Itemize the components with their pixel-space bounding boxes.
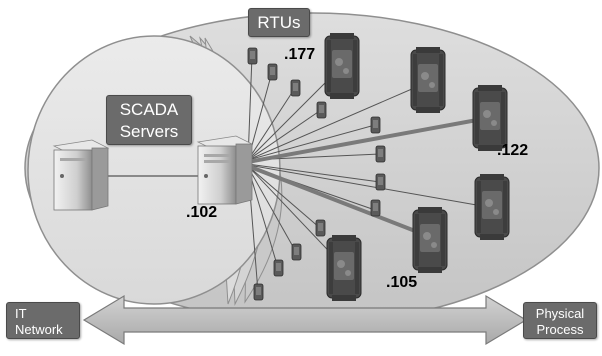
it-label-line2: Network xyxy=(15,322,63,337)
rtu-module-icon xyxy=(326,234,362,302)
scada-servers-label: SCADA Servers xyxy=(106,95,192,145)
rtus-label-text: RTUs xyxy=(257,13,301,32)
connection-lines xyxy=(247,55,489,293)
it-network-label: IT Network xyxy=(6,302,80,339)
ip-label-122: .122 xyxy=(497,142,529,159)
scada-zone-circle xyxy=(27,35,281,305)
ip-label-177: .177 xyxy=(284,46,316,63)
it-server-icon xyxy=(52,139,110,211)
io-device-icon xyxy=(291,243,302,261)
io-device-icon xyxy=(315,219,326,237)
io-device-icon xyxy=(253,283,264,301)
io-device-icon xyxy=(290,79,301,97)
io-device-icon xyxy=(370,116,381,134)
io-device-icon xyxy=(267,63,278,81)
io-device-icon xyxy=(375,173,386,191)
highlighted-links xyxy=(247,116,489,238)
rtu-module-icon xyxy=(412,206,448,274)
scada-server-icon xyxy=(196,135,254,205)
physical-process-label: Physical Process xyxy=(523,302,597,339)
rtu-module-icon xyxy=(474,173,510,241)
rtu-module-icon xyxy=(324,32,360,100)
io-device-icon xyxy=(370,199,381,217)
physical-label-line1: Physical xyxy=(535,306,585,321)
scada-label-line2: Servers xyxy=(119,122,179,141)
ip-label-105: .105 xyxy=(386,274,418,291)
rtus-label: RTUs xyxy=(248,8,310,37)
io-device-icon xyxy=(316,101,327,119)
scada-label-line1: SCADA xyxy=(119,100,179,119)
io-device-icon xyxy=(247,47,258,65)
it-label-line1: IT xyxy=(15,306,27,321)
io-device-icon xyxy=(375,145,386,163)
rtu-module-icon xyxy=(410,46,446,114)
io-device-icon xyxy=(273,259,284,277)
ip-label-102: .102 xyxy=(186,204,218,221)
physical-label-line2: Process xyxy=(536,322,584,337)
